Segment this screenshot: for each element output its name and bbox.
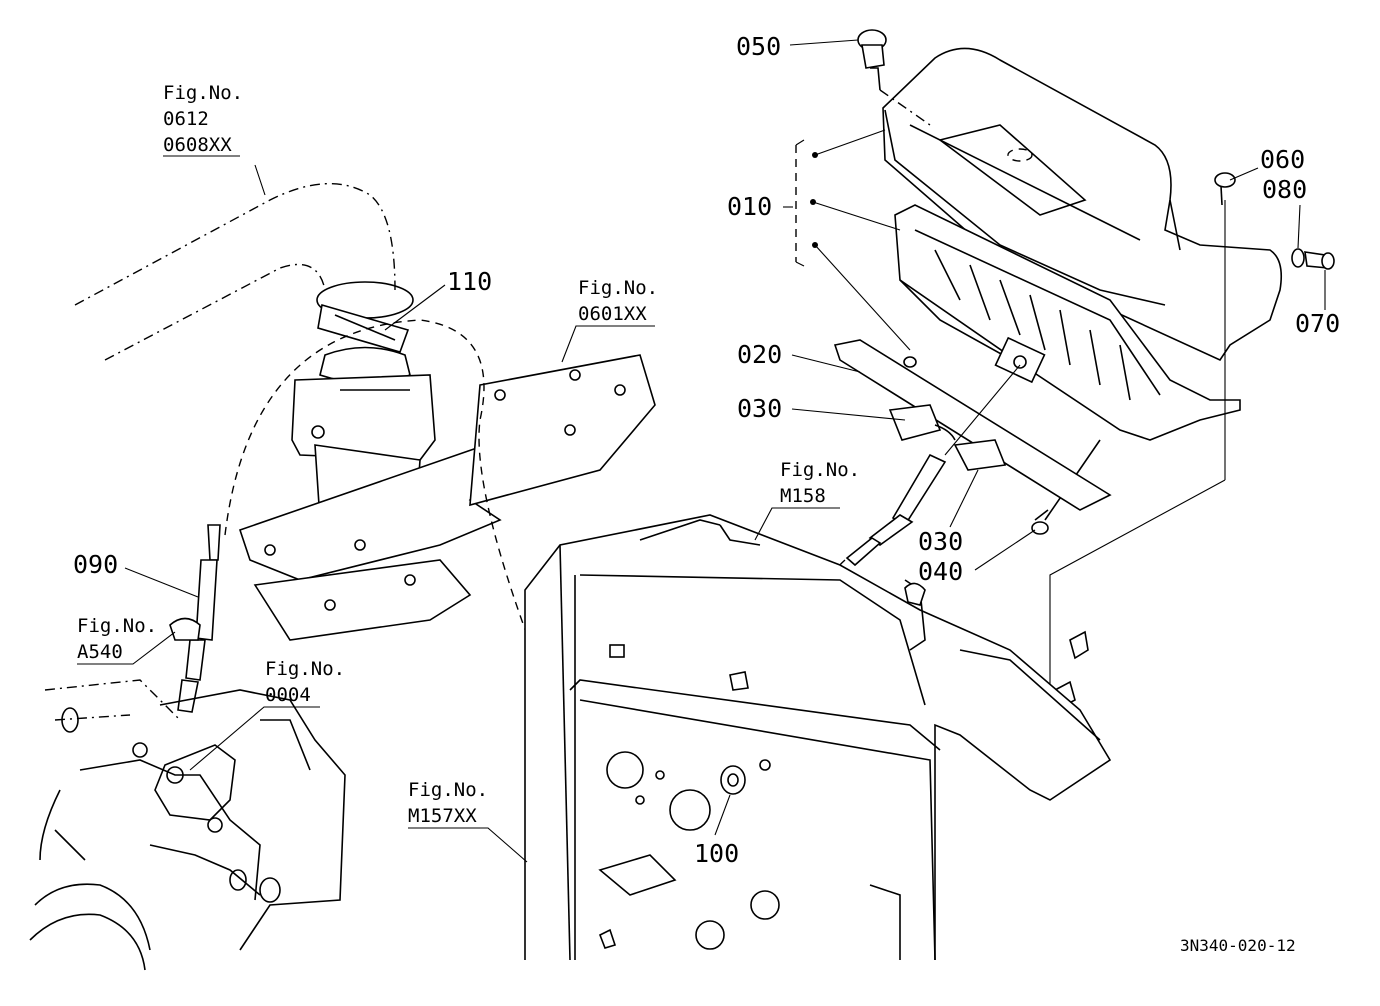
svg-text:Fig.No.: Fig.No. [265,658,345,680]
dashboard-frame [524,514,1112,961]
screws-060-070-080 [1214,172,1335,480]
cable-090 [169,524,221,713]
gasket-020 [833,339,1112,511]
diagram-code: 3N340-020-12 [1180,936,1296,955]
grommet-100 [720,765,746,795]
meter-panel-case [894,204,1241,441]
callout-110: 110 [447,267,492,296]
callout-060: 060 [1260,145,1305,174]
fig-ref-a540: Fig.No. A540 [77,615,176,665]
figure-references: Fig.No. 0612 0608XX Fig.No. 0601XX Fig.N… [77,82,860,863]
svg-text:0601XX: 0601XX [578,303,647,325]
svg-text:A540: A540 [77,641,123,663]
engine-block [29,679,346,971]
meter-panel-cover [882,47,1283,362]
meter-cable-end [845,364,1021,567]
callout-010: 010 [727,192,772,221]
callout-040: 040 [918,557,963,586]
svg-text:0612: 0612 [163,108,209,130]
fig-ref-0601: Fig.No. 0601XX [561,277,658,363]
hose-clamp-110 [316,281,446,353]
svg-text:Fig.No.: Fig.No. [163,82,243,104]
callout-050: 050 [736,32,781,61]
svg-text:0004: 0004 [265,684,311,706]
fig-ref-m157: Fig.No. M157XX [408,779,528,863]
callout-100: 100 [694,839,739,868]
svg-text:M158: M158 [780,485,826,507]
callout-080: 080 [1262,175,1307,204]
svg-text:Fig.No.: Fig.No. [408,779,488,801]
fig-ref-0004: Fig.No. 0004 [189,658,345,771]
callouts: 050 010 060 080 070 020 030 030 040 090 … [73,32,1340,868]
fig-ref-m158: Fig.No. M158 [754,459,860,541]
intake-manifold [238,346,656,641]
fig-ref-0612: Fig.No. 0612 0608XX [163,82,243,157]
bolt-050 [857,29,931,126]
svg-text:0608XX: 0608XX [163,134,232,156]
intake-pipe [74,164,396,361]
callout-030-b: 030 [918,527,963,556]
svg-text:Fig.No.: Fig.No. [578,277,658,299]
svg-text:M157XX: M157XX [408,805,477,827]
callout-030-a: 030 [737,394,782,423]
callout-020: 020 [737,340,782,369]
svg-text:Fig.No.: Fig.No. [780,459,860,481]
callout-070: 070 [1295,309,1340,338]
svg-text:Fig.No.: Fig.No. [77,615,157,637]
callout-090: 090 [73,550,118,579]
